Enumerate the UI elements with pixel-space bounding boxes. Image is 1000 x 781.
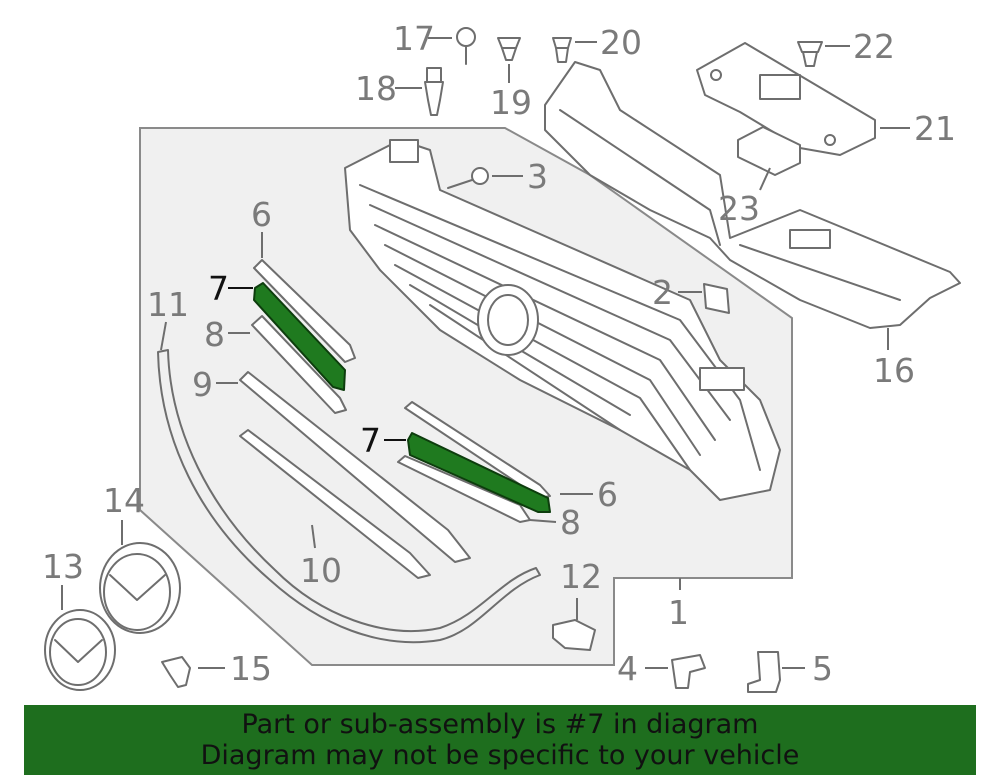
callout-5: 5 [812, 649, 833, 688]
screw-3 [447, 167, 489, 189]
emblem-14 [99, 542, 181, 634]
assembly-outline [139, 127, 793, 666]
callout-2: 2 [652, 273, 673, 312]
callout-8-upper: 8 [204, 315, 225, 354]
callout-1: 1 [668, 593, 689, 632]
cover-panel [696, 42, 876, 156]
callout-7-upper: 7 [208, 269, 229, 308]
callout-9: 9 [192, 365, 213, 404]
fastener-17 [456, 27, 476, 65]
callout-6-lower: 6 [597, 475, 618, 514]
notice-line-1: Part or sub-assembly is #7 in diagram [241, 709, 759, 740]
callout-6-upper: 6 [251, 195, 272, 234]
callout-20: 20 [600, 23, 642, 62]
highlighted-part-7-lower [407, 432, 551, 513]
callout-16: 16 [873, 351, 915, 390]
fastener-22 [797, 41, 823, 67]
callout-15: 15 [230, 649, 272, 688]
part-23-block [737, 126, 801, 176]
emblem-13 [44, 609, 116, 691]
fastener-20 [552, 37, 572, 63]
grille-frame [344, 139, 781, 501]
callout-11: 11 [147, 285, 189, 324]
clip-12 [552, 619, 596, 651]
callout-18: 18 [355, 69, 397, 108]
callout-14: 14 [103, 481, 145, 520]
callout-21: 21 [914, 109, 956, 148]
callout-23: 23 [718, 189, 760, 228]
callout-12: 12 [560, 557, 602, 596]
callout-19: 19 [490, 83, 532, 122]
callout-7-lower: 7 [360, 421, 381, 460]
callout-8-lower: 8 [560, 503, 581, 542]
fastener-18 [424, 67, 444, 116]
bracket-5 [747, 651, 781, 693]
callout-3: 3 [527, 157, 548, 196]
notice-line-2: Diagram may not be specific to your vehi… [200, 740, 800, 771]
trim-strip-9 [239, 371, 471, 563]
clip-15 [161, 656, 191, 688]
callout-10: 10 [300, 551, 342, 590]
callout-17: 17 [393, 19, 435, 58]
exploded-parts-diagram: 17 19 20 22 18 3 21 23 2 16 6 7 8 9 11 1… [42, 19, 961, 693]
lower-molding-11 [157, 349, 541, 644]
trim-strip-6-upper [253, 259, 356, 363]
trim-strip-10 [239, 429, 431, 579]
radiator-support-cover [544, 61, 961, 329]
notice-banner: Part or sub-assembly is #7 in diagram Di… [24, 705, 976, 775]
leader-lines [61, 37, 910, 669]
callout-13: 13 [42, 547, 84, 586]
callout-22: 22 [853, 27, 895, 66]
trim-strip-8-lower [397, 455, 531, 523]
callout-4: 4 [617, 649, 638, 688]
part-2-clip [703, 283, 730, 314]
trim-strip-8-upper [251, 315, 347, 414]
highlighted-part-7-upper [253, 282, 346, 391]
fastener-19 [497, 37, 521, 61]
clip-4 [671, 654, 706, 689]
